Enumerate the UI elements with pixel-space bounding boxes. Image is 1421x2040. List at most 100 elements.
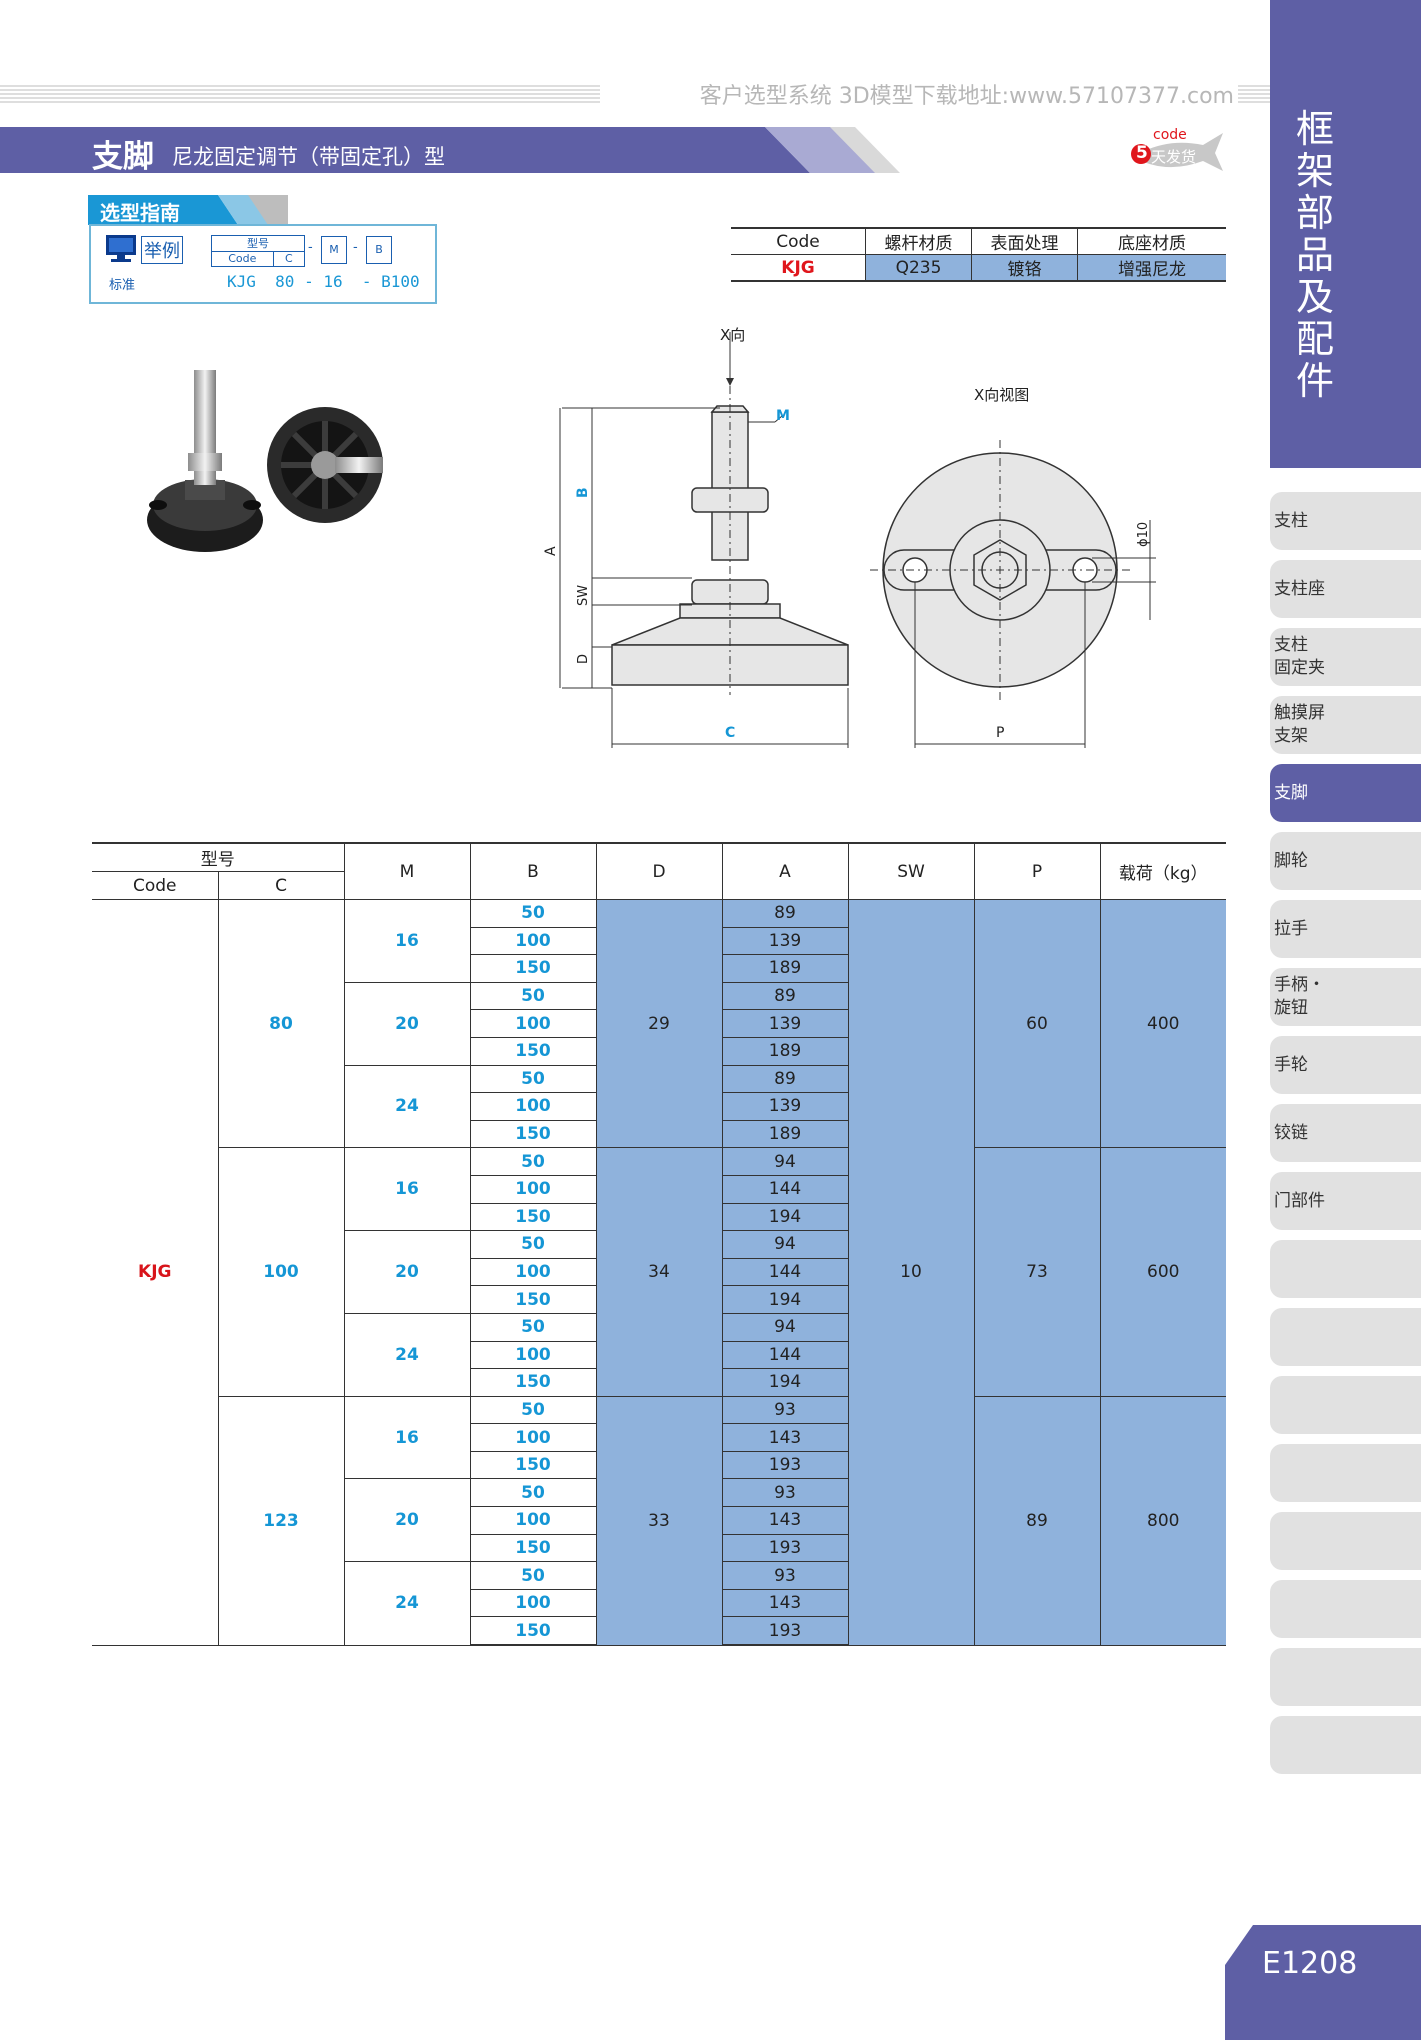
cell-a: 143 bbox=[721, 1423, 849, 1452]
title-banner bbox=[0, 127, 900, 173]
header-model: 型号 bbox=[92, 842, 345, 872]
cell-b: 100 bbox=[469, 1588, 597, 1618]
sidebar-item-12[interactable] bbox=[1270, 1308, 1421, 1366]
header-code: Code bbox=[92, 871, 219, 900]
cell-b: 150 bbox=[469, 1285, 597, 1314]
spec-header-surface: 表面处理 bbox=[971, 227, 1078, 255]
sidebar-item-5[interactable]: 脚轮 bbox=[1270, 832, 1421, 890]
spec-table: Code 螺杆材质 表面处理 底座材质 KJG Q235 镀铬 增强尼龙 bbox=[731, 227, 1226, 282]
header-load: 载荷（kg） bbox=[1099, 842, 1226, 900]
sidebar-item-4[interactable]: 支脚 bbox=[1270, 764, 1421, 822]
dim-label-m: M bbox=[776, 408, 790, 424]
cell-a: 193 bbox=[721, 1616, 849, 1647]
cell-b: 100 bbox=[469, 1340, 597, 1370]
cell-a: 93 bbox=[721, 1478, 849, 1508]
sidebar-item-label: 支脚 bbox=[1274, 782, 1308, 803]
cell-m: 24 bbox=[343, 1561, 471, 1646]
cell-p: 73 bbox=[973, 1147, 1101, 1397]
table-row: 150 194 bbox=[92, 1368, 1226, 1397]
sidebar-item-13[interactable] bbox=[1270, 1376, 1421, 1434]
sidebar-title: 框架部品及配件 bbox=[1295, 107, 1334, 403]
sidebar-item-2[interactable]: 支柱 固定夹 bbox=[1270, 628, 1421, 686]
cell-c: 100 bbox=[217, 1147, 345, 1397]
page-subtitle: 尼龙固定调节（带固定孔）型 bbox=[172, 145, 445, 169]
cell-m: 20 bbox=[343, 1478, 471, 1563]
standard-label: 标准 bbox=[109, 278, 136, 293]
cell-b: 100 bbox=[469, 1423, 597, 1452]
cell-sw: 10 bbox=[847, 899, 975, 1646]
cell-a: 94 bbox=[721, 1312, 849, 1342]
cell-m: 16 bbox=[343, 1395, 471, 1480]
sidebar-item-label: 手柄・ 旋钮 bbox=[1274, 975, 1325, 1018]
dim-label-d: D bbox=[576, 654, 591, 664]
sidebar-item-0[interactable]: 支柱 bbox=[1270, 492, 1421, 550]
cell-p: 89 bbox=[973, 1395, 1101, 1646]
cell-b: 50 bbox=[469, 981, 597, 1011]
sidebar-item-1[interactable]: 支柱座 bbox=[1270, 560, 1421, 618]
sidebar-item-16[interactable] bbox=[1270, 1580, 1421, 1638]
sidebar-item-7[interactable]: 手柄・ 旋钮 bbox=[1270, 968, 1421, 1026]
technical-drawing: X向 M B A SW D C X向视图 P ϕ10 bbox=[543, 326, 1156, 748]
cell-b: 100 bbox=[469, 1092, 597, 1121]
standard-value: KJG 80 - 16 - B100 bbox=[227, 272, 420, 291]
badge-code-text: code bbox=[1153, 127, 1187, 143]
cell-c: 80 bbox=[217, 898, 345, 1149]
model-label: 型号 bbox=[212, 236, 304, 252]
page-title: 支脚 bbox=[92, 139, 154, 175]
cell-b: 50 bbox=[469, 899, 597, 928]
cell-m: 24 bbox=[343, 1064, 471, 1149]
cell-a: 94 bbox=[721, 1147, 849, 1176]
sidebar-item-label: 脚轮 bbox=[1274, 850, 1308, 871]
header-c: C bbox=[217, 871, 345, 900]
cell-b: 150 bbox=[469, 1450, 597, 1480]
product-photo bbox=[147, 370, 383, 552]
dim-label-p: P bbox=[996, 725, 1004, 741]
sidebar-item-14[interactable] bbox=[1270, 1444, 1421, 1502]
sidebar-item-17[interactable] bbox=[1270, 1648, 1421, 1706]
sidebar-item-15[interactable] bbox=[1270, 1512, 1421, 1570]
sidebar-item-10[interactable]: 门部件 bbox=[1270, 1172, 1421, 1230]
cell-a: 144 bbox=[721, 1257, 849, 1287]
cell-b: 150 bbox=[469, 1616, 597, 1647]
cell-a: 89 bbox=[721, 899, 849, 928]
sidebar-item-6[interactable]: 拉手 bbox=[1270, 900, 1421, 958]
sidebar-item-9[interactable]: 铰链 bbox=[1270, 1104, 1421, 1162]
cell-a: 94 bbox=[721, 1230, 849, 1259]
cell-b: 100 bbox=[469, 926, 597, 956]
cell-b: 100 bbox=[469, 1257, 597, 1287]
sidebar-item-label: 触摸屏 支架 bbox=[1274, 703, 1325, 746]
guide-example-box: 举例 型号 Code C - M - B 标准 KJG 80 - 16 - B1… bbox=[89, 224, 437, 304]
dim-label-sw: SW bbox=[576, 585, 591, 606]
cell-a: 194 bbox=[721, 1368, 849, 1397]
cell-b: 50 bbox=[469, 1064, 597, 1094]
spec-header-screw: 螺杆材质 bbox=[865, 227, 972, 255]
sidebar-item-3[interactable]: 触摸屏 支架 bbox=[1270, 696, 1421, 754]
spec-value-base: 增强尼龙 bbox=[1077, 254, 1226, 282]
cell-load: 600 bbox=[1099, 1147, 1226, 1397]
spec-value-code: KJG bbox=[731, 254, 866, 282]
cell-a: 189 bbox=[721, 1119, 849, 1149]
spec-header-base: 底座材质 bbox=[1077, 227, 1226, 255]
cell-a: 93 bbox=[721, 1561, 849, 1590]
sidebar-item-label: 门部件 bbox=[1274, 1190, 1325, 1211]
cell-a: 189 bbox=[721, 1036, 849, 1066]
cell-c: 123 bbox=[217, 1395, 345, 1646]
cell-b: 150 bbox=[469, 1368, 597, 1397]
cell-a: 193 bbox=[721, 1533, 849, 1563]
sidebar-item-8[interactable]: 手轮 bbox=[1270, 1036, 1421, 1094]
m-label: M bbox=[321, 236, 347, 264]
dim-label-phi: ϕ10 bbox=[1136, 522, 1151, 547]
dash-2: - bbox=[353, 240, 358, 255]
sidebar-item-11[interactable] bbox=[1270, 1240, 1421, 1298]
header-m: M bbox=[343, 842, 471, 900]
sidebar-item-18[interactable] bbox=[1270, 1716, 1421, 1774]
